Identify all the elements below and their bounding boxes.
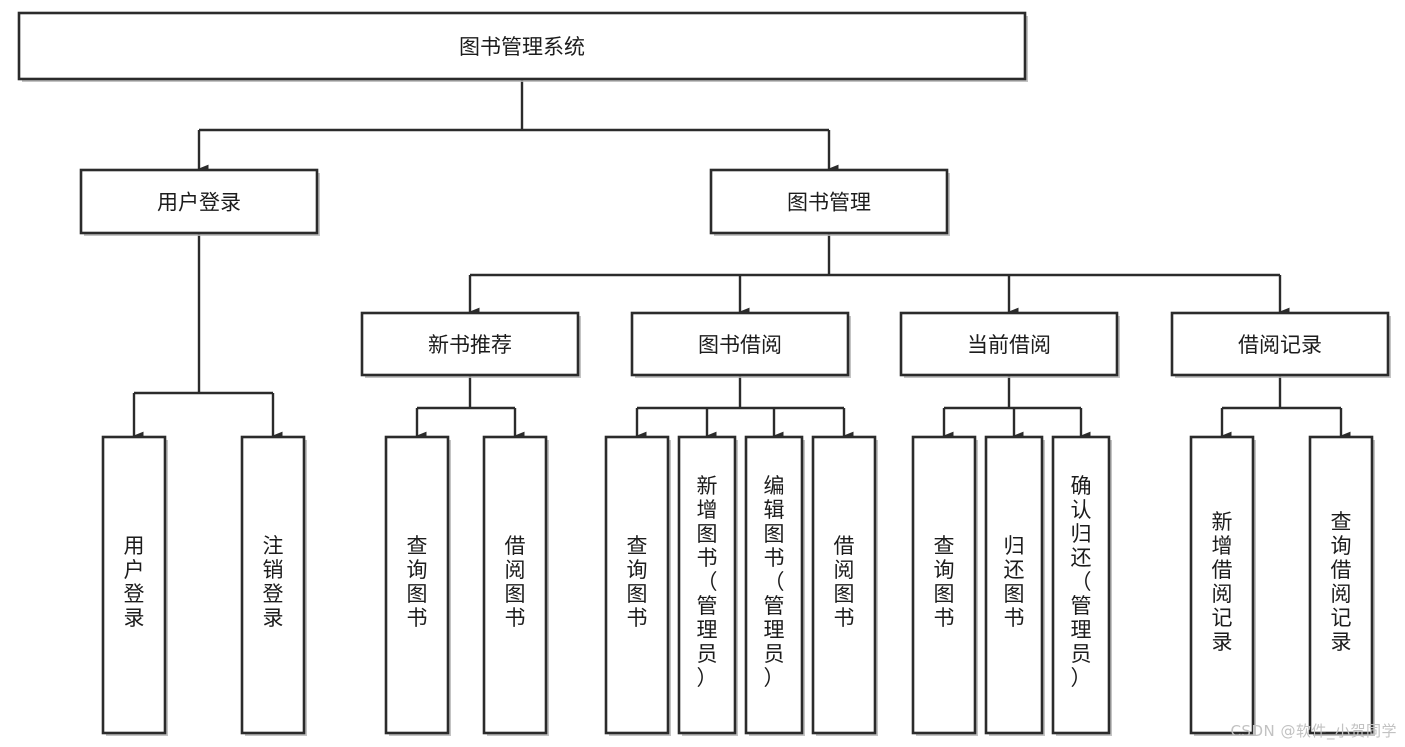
node-leaf-user-logout[interactable]: 注销登录 bbox=[240, 435, 307, 736]
node-leaf-confirm-return[interactable]: 确认归还（管理员） bbox=[1051, 435, 1112, 736]
node-leaf-query-book-2-label: 查询图书 bbox=[627, 534, 648, 630]
node-current-borrow[interactable]: 当前借阅 bbox=[899, 311, 1120, 378]
node-user-login[interactable]: 用户登录 bbox=[79, 168, 320, 236]
connector-edges bbox=[132, 79, 1351, 441]
node-boxes: 图书管理系统用户登录图书管理新书推荐图书借阅当前借阅借阅记录用户登录注销登录查询… bbox=[17, 11, 1391, 736]
node-leaf-add-book-label: 新增图书（管理员） bbox=[697, 474, 718, 690]
node-root-book-management-system-rect bbox=[17, 11, 1027, 81]
node-leaf-query-book-2-rect bbox=[604, 435, 670, 735]
node-leaf-edit-book-rect bbox=[744, 435, 804, 735]
node-leaf-confirm-return-rect bbox=[1051, 435, 1111, 735]
node-new-book-recommend-label: 新书推荐 bbox=[428, 333, 512, 357]
node-root-book-management-system[interactable]: 图书管理系统 bbox=[17, 11, 1028, 82]
node-leaf-edit-book-label: 编辑图书（管理员） bbox=[764, 474, 785, 690]
node-leaf-user-login[interactable]: 用户登录 bbox=[101, 435, 168, 736]
node-current-borrow-rect bbox=[899, 311, 1119, 377]
node-leaf-query-book-1[interactable]: 查询图书 bbox=[384, 435, 451, 736]
node-leaf-query-book-1-rect bbox=[384, 435, 450, 735]
node-leaf-borrow-book-1-rect bbox=[482, 435, 548, 735]
node-leaf-add-record[interactable]: 新增借阅记录 bbox=[1189, 435, 1256, 736]
node-leaf-query-record-rect bbox=[1308, 435, 1374, 735]
node-leaf-borrow-book-1[interactable]: 借阅图书 bbox=[482, 435, 549, 736]
node-borrow-record-label: 借阅记录 bbox=[1238, 333, 1322, 357]
node-new-book-recommend[interactable]: 新书推荐 bbox=[360, 311, 581, 378]
node-leaf-add-record-label: 新增借阅记录 bbox=[1212, 510, 1233, 654]
node-leaf-add-book-rect bbox=[677, 435, 737, 735]
node-book-manage-rect bbox=[709, 168, 949, 235]
node-current-borrow-label: 当前借阅 bbox=[967, 333, 1051, 357]
node-book-borrow-rect bbox=[630, 311, 850, 377]
node-leaf-query-book-1-label: 查询图书 bbox=[407, 534, 428, 630]
node-leaf-user-login-label: 用户登录 bbox=[124, 534, 145, 630]
node-book-borrow[interactable]: 图书借阅 bbox=[630, 311, 851, 378]
node-leaf-query-record-label: 查询借阅记录 bbox=[1331, 510, 1352, 654]
node-leaf-return-book-label: 归还图书 bbox=[1004, 534, 1025, 630]
node-book-borrow-label: 图书借阅 bbox=[698, 333, 782, 357]
node-root-book-management-system-label: 图书管理系统 bbox=[459, 35, 585, 59]
node-leaf-edit-book[interactable]: 编辑图书（管理员） bbox=[744, 435, 805, 736]
node-leaf-user-logout-label: 注销登录 bbox=[263, 534, 284, 630]
node-leaf-confirm-return-label: 确认归还（管理员） bbox=[1071, 474, 1092, 690]
node-book-manage-label: 图书管理 bbox=[787, 191, 871, 215]
node-leaf-borrow-book-2-rect bbox=[811, 435, 877, 735]
node-leaf-add-book[interactable]: 新增图书（管理员） bbox=[677, 435, 738, 736]
node-book-manage[interactable]: 图书管理 bbox=[709, 168, 950, 236]
node-user-login-label: 用户登录 bbox=[157, 191, 241, 215]
node-leaf-borrow-book-1-label: 借阅图书 bbox=[505, 534, 526, 630]
node-user-login-rect bbox=[79, 168, 319, 235]
node-leaf-borrow-book-2[interactable]: 借阅图书 bbox=[811, 435, 878, 736]
node-leaf-query-record[interactable]: 查询借阅记录 bbox=[1308, 435, 1375, 736]
node-borrow-record[interactable]: 借阅记录 bbox=[1170, 311, 1391, 378]
node-leaf-user-logout-rect bbox=[240, 435, 306, 735]
node-leaf-return-book-rect bbox=[984, 435, 1044, 735]
node-leaf-query-book-3-label: 查询图书 bbox=[934, 534, 955, 630]
watermark-credit: CSDN @软件_小贺同学 bbox=[1230, 722, 1397, 740]
node-leaf-return-book[interactable]: 归还图书 bbox=[984, 435, 1045, 736]
node-borrow-record-rect bbox=[1170, 311, 1390, 377]
node-leaf-user-login-rect bbox=[101, 435, 167, 735]
node-leaf-query-book-3-rect bbox=[911, 435, 977, 735]
node-leaf-query-book-3[interactable]: 查询图书 bbox=[911, 435, 978, 736]
node-leaf-add-record-rect bbox=[1189, 435, 1255, 735]
node-new-book-recommend-rect bbox=[360, 311, 580, 377]
node-leaf-query-book-2[interactable]: 查询图书 bbox=[604, 435, 671, 736]
node-leaf-borrow-book-2-label: 借阅图书 bbox=[834, 534, 855, 630]
